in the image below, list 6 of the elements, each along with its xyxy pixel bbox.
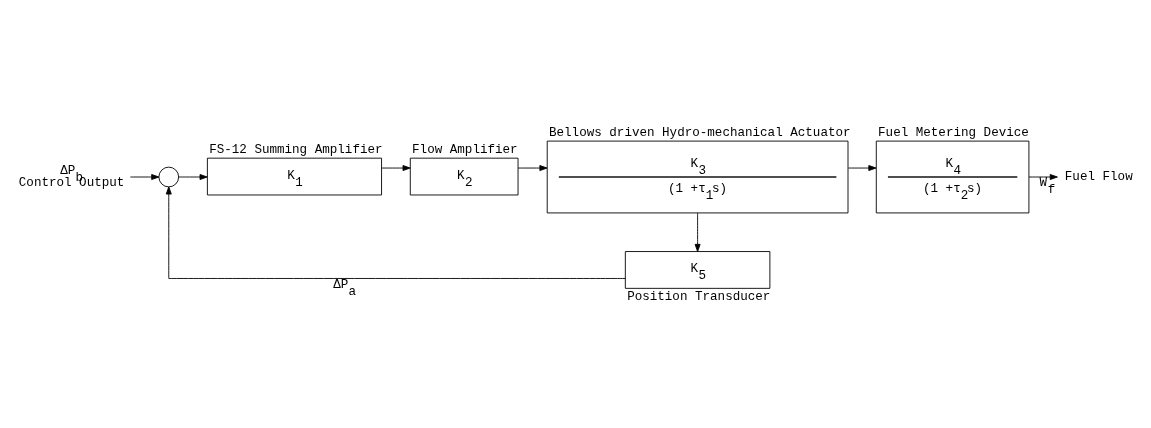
- node-label: Flow Amplifier: [412, 142, 518, 157]
- node-label: Fuel Metering Device: [878, 125, 1029, 140]
- node-label: Position Transducer: [627, 289, 771, 304]
- node-label: FS-12 Summing Amplifier: [209, 142, 383, 157]
- node-label: Bellows driven Hydro-mechanical Actuator: [549, 125, 851, 140]
- node-text: Fuel Flow: [1064, 169, 1133, 184]
